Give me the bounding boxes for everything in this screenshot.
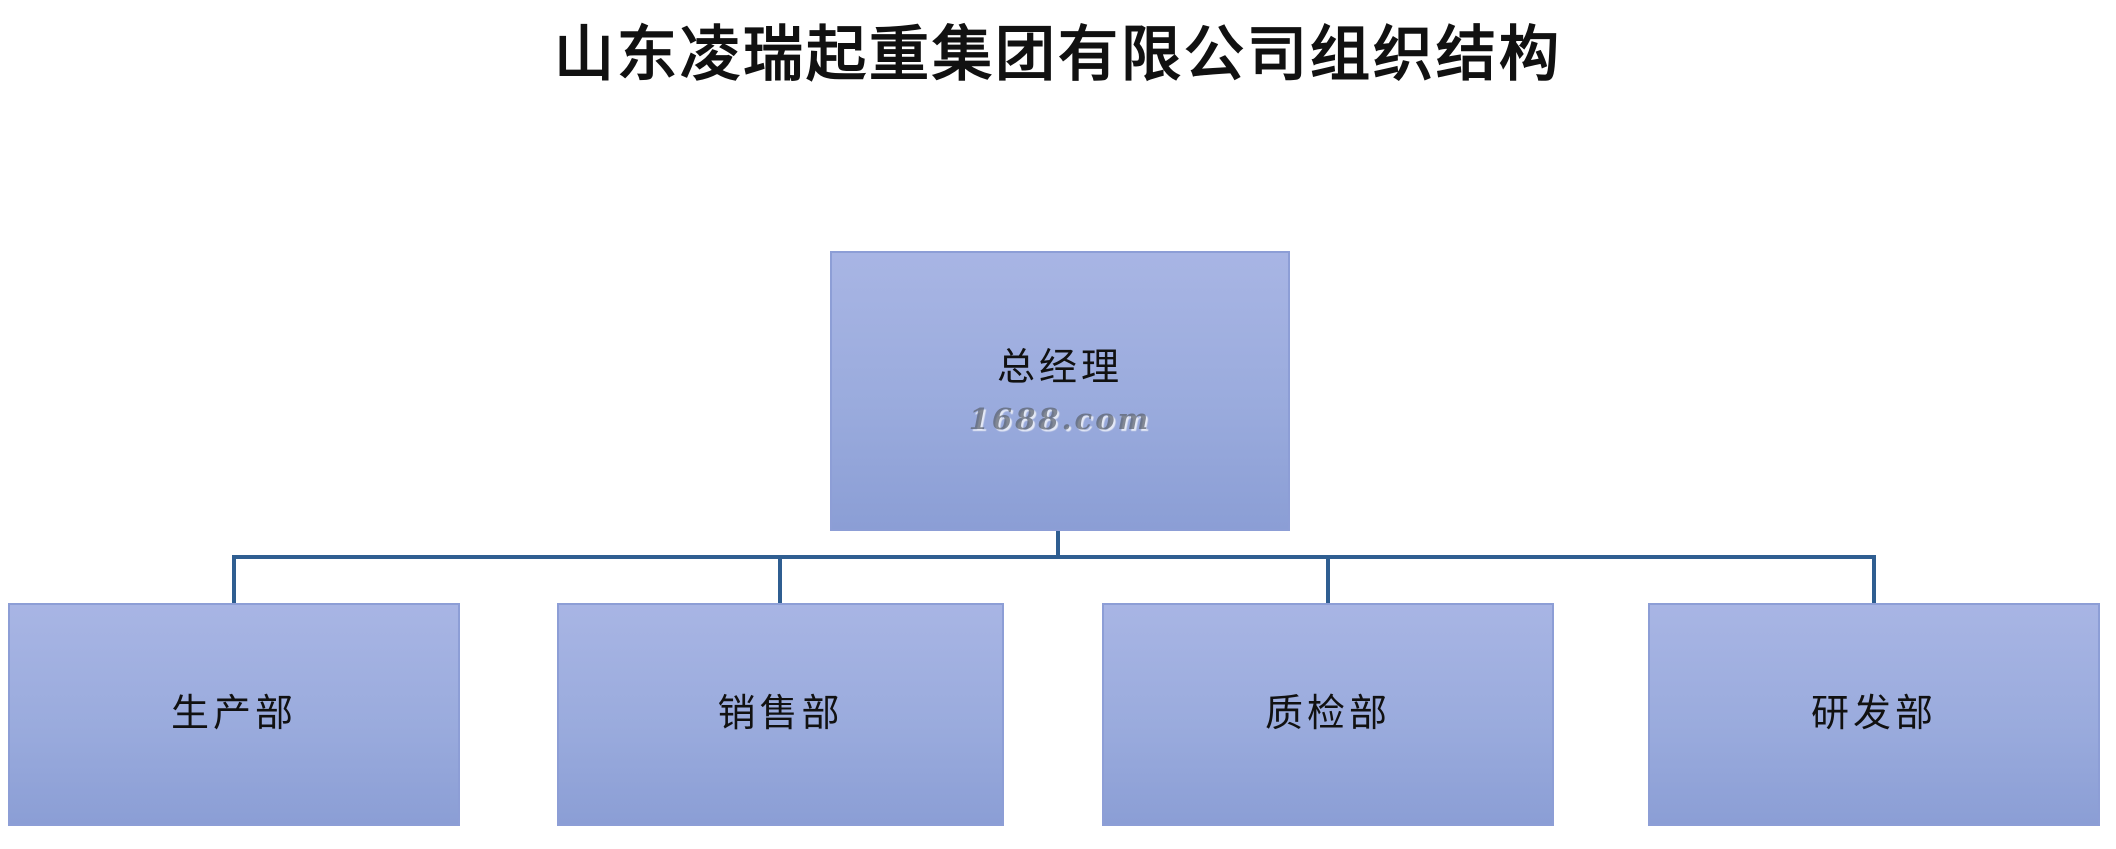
node-rnd-dept: 研发部 [1648,603,2100,826]
connector-drop [1326,555,1330,604]
connector-rail [232,555,1874,559]
node-label: 研发部 [1810,692,1937,735]
connector-drop [232,555,236,604]
node-label: 质检部 [1264,692,1391,735]
node-label: 销售部 [717,692,844,735]
connector-drop [1872,555,1876,604]
node-quality-inspection-dept: 质检部 [1102,603,1554,826]
node-label: 总经理 [996,347,1123,390]
node-production-dept: 生产部 [8,603,460,826]
connector-stem [1056,531,1060,558]
node-label: 生产部 [170,692,297,735]
node-general-manager: 总经理 1688.com [830,251,1290,531]
watermark-text: 1688.com [968,401,1152,436]
node-sales-dept: 销售部 [557,603,1004,826]
page-title: 山东凌瑞起重集团有限公司组织结构 [554,21,1562,88]
connector-drop [778,555,782,604]
